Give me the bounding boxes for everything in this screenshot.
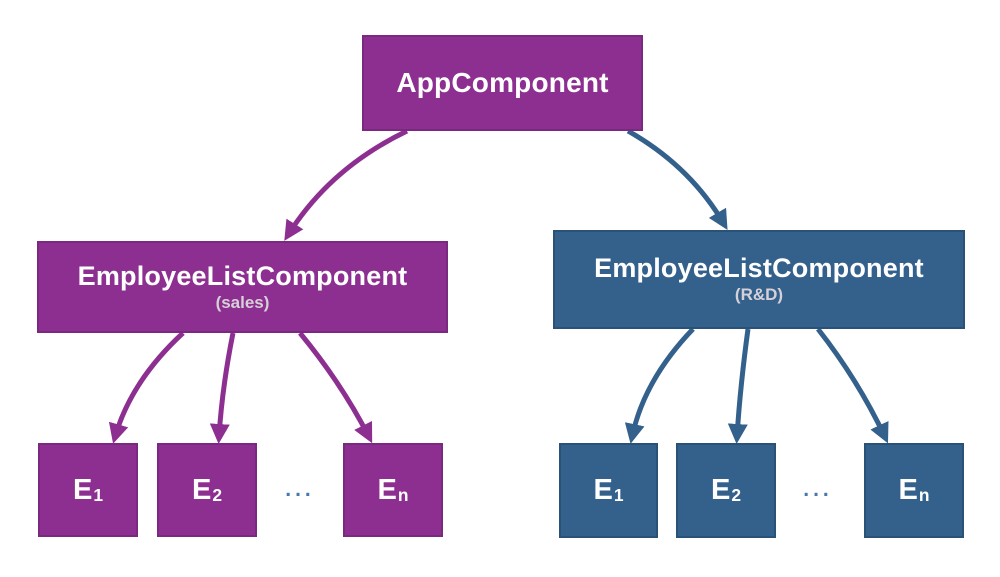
employee-node-rd-1: E1 — [559, 443, 658, 538]
employee-node-sales-1: E1 — [38, 443, 138, 537]
employee-subscript: 1 — [93, 484, 103, 505]
employee-base: E — [898, 474, 918, 506]
arrow-rd-to-e1 — [624, 327, 695, 444]
arrow-sales-to-en — [298, 331, 373, 444]
arrow-rd-to-en — [816, 327, 889, 444]
employee-list-rd-label: EmployeeListComponent — [594, 253, 924, 284]
app-component-label: AppComponent — [396, 66, 609, 98]
arrow-rd-to-e2 — [727, 328, 751, 444]
employee-list-rd-node: EmployeeListComponent (R&D) — [553, 230, 965, 329]
employee-subscript: 2 — [212, 484, 222, 505]
employee-base: E — [191, 473, 212, 506]
employee-label: En — [899, 476, 930, 505]
employee-base: E — [377, 473, 397, 506]
employee-label: E2 — [711, 476, 741, 505]
employee-base: E — [72, 473, 93, 506]
app-component-node: AppComponent — [362, 35, 643, 131]
arrow-sales-to-e1 — [108, 331, 185, 444]
arrow-sales-to-e2 — [209, 332, 236, 444]
employee-label: En — [377, 473, 409, 506]
employee-node-rd-2: E2 — [676, 443, 776, 538]
employee-subscript: 1 — [613, 485, 624, 505]
employee-base: E — [593, 474, 613, 506]
employee-label: E2 — [191, 473, 222, 506]
ellipsis-rd: ... — [803, 477, 833, 501]
employee-list-sales-sublabel: (sales) — [215, 292, 270, 312]
employee-subscript: 2 — [731, 485, 741, 505]
employee-label: E1 — [72, 473, 103, 506]
employee-label: E1 — [593, 476, 623, 505]
employee-list-sales-node: EmployeeListComponent (sales) — [37, 241, 448, 333]
arrow-app-to-rd — [626, 128, 728, 231]
employee-list-rd-sublabel: (R&D) — [734, 285, 784, 305]
employee-subscript: n — [397, 484, 409, 505]
employee-node-sales-n: En — [343, 443, 443, 537]
arrow-app-to-sales — [284, 128, 409, 241]
employee-list-sales-label: EmployeeListComponent — [77, 260, 408, 291]
employee-base: E — [710, 474, 731, 506]
employee-node-sales-2: E2 — [157, 443, 257, 537]
ellipsis-sales: ... — [285, 477, 315, 501]
employee-subscript: n — [918, 485, 930, 505]
employee-node-rd-n: En — [864, 443, 964, 538]
